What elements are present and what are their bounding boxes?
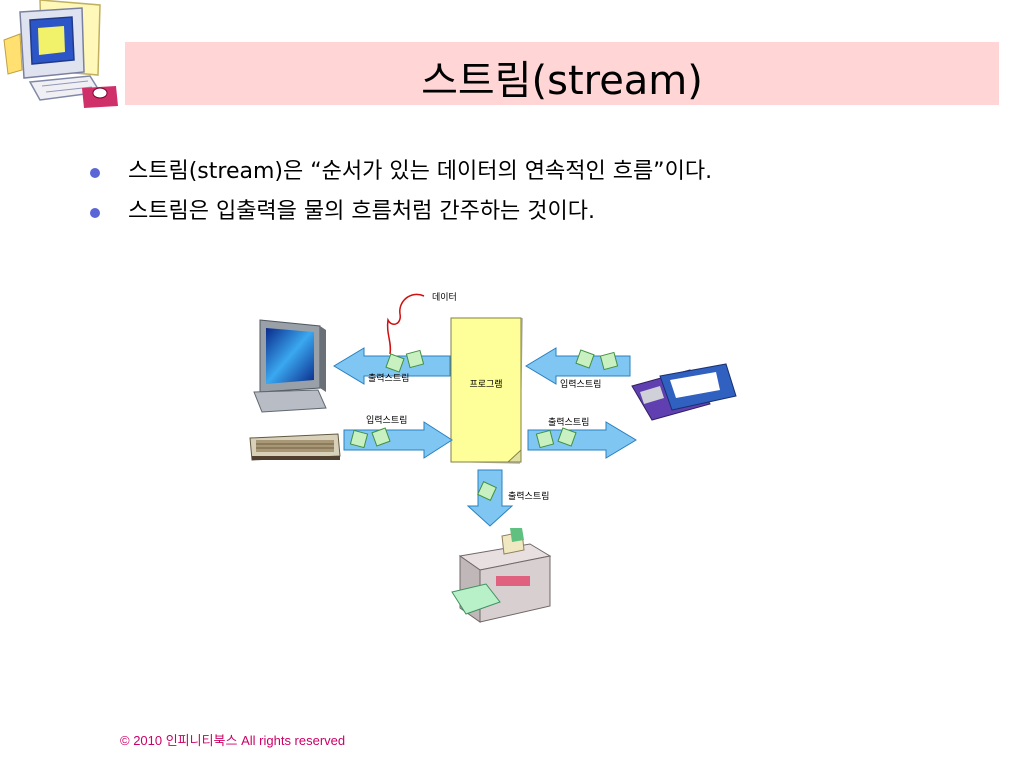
program-label: 프로그램 <box>469 378 502 390</box>
data-packet-icon <box>535 427 577 449</box>
program-box: 프로그램 <box>450 317 523 464</box>
data-packet-icon <box>575 349 619 371</box>
disk-output-label: 출력스트림 <box>548 416 589 428</box>
computer-clipart-logo <box>3 0 118 108</box>
copyright-footer: © 2010 인피니티북스 All rights reserved <box>120 733 346 748</box>
monitor-icon <box>253 319 327 413</box>
data-packet-icon <box>477 481 497 501</box>
input-arrow-keyboard <box>343 421 453 459</box>
printer-icon <box>451 528 552 623</box>
title-bar: 스트림(stream) <box>125 42 999 105</box>
keyboard-input-label: 입력스트림 <box>366 414 407 426</box>
disk-input-label: 입력스트림 <box>560 378 601 390</box>
bullet-item: 스트림은 입출력을 물의 흐름처럼 간주하는 것이다. <box>84 192 984 232</box>
stream-diagram: 프로그램 데이터 출력스트림 입력스트림 입력스트림 출력스트림 출력스트림 <box>249 292 737 623</box>
keyboard-icon <box>249 433 341 461</box>
data-pointer-icon <box>386 293 425 355</box>
bullet-text: 스트림(stream)은 “순서가 있는 데이터의 연속적인 흐름”이다. <box>128 159 713 184</box>
printer-output-label: 출력스트림 <box>508 490 549 502</box>
slide-title: 스트림(stream) <box>421 58 703 104</box>
bullet-icon <box>90 168 100 178</box>
monitor-output-label: 출력스트림 <box>368 372 409 384</box>
data-label: 데이터 <box>432 292 457 303</box>
bullet-text: 스트림은 입출력을 물의 흐름처럼 간주하는 것이다. <box>128 199 596 224</box>
floppy-disk-icon <box>631 363 737 421</box>
bullet-icon <box>90 208 100 218</box>
data-packet-icon <box>349 427 391 449</box>
data-packet-icon <box>385 349 425 373</box>
output-arrow-disk <box>527 421 637 459</box>
bullet-item: 스트림(stream)은 “순서가 있는 데이터의 연속적인 흐름”이다. <box>84 152 984 192</box>
bullet-list: 스트림(stream)은 “순서가 있는 데이터의 연속적인 흐름”이다. 스트… <box>84 152 984 232</box>
